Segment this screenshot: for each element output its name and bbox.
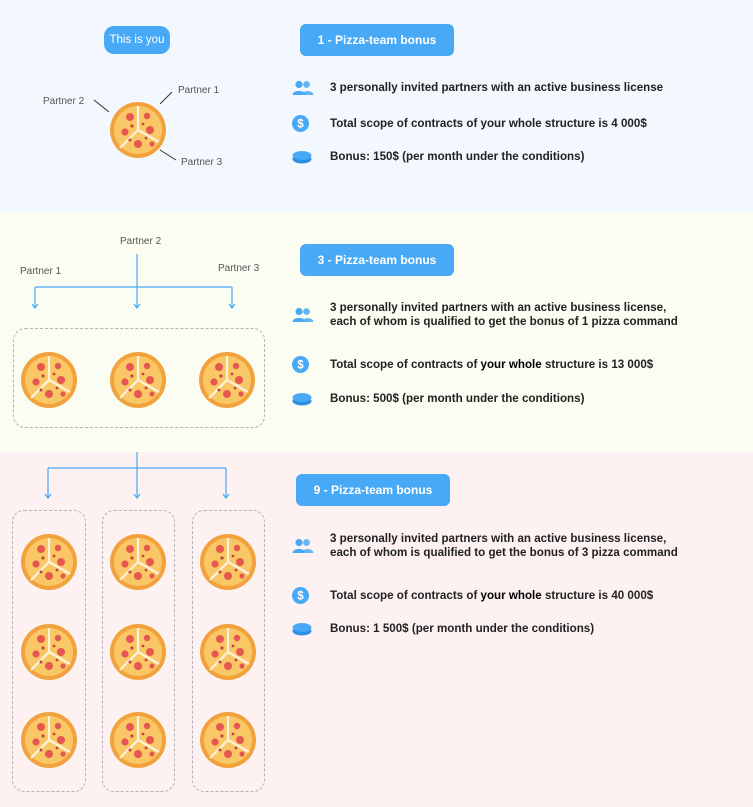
pizza-icon (198, 710, 258, 770)
level-1-title: 1 - Pizza-team bonus (300, 24, 454, 56)
pizza-icon (19, 532, 79, 592)
svg-text:$: $ (297, 360, 304, 372)
pizza-icon (197, 350, 257, 410)
dollar-icon: $ (292, 356, 316, 373)
level-1-scope-row: $ Total scope of contracts of your whole… (292, 115, 647, 132)
partner-3-label: Partner 3 (218, 263, 260, 274)
level-1-partners-row: 3 personally invited partners with an ac… (292, 80, 663, 96)
partner-1-label: Partner 1 (178, 85, 220, 96)
level-9-partners-row: 3 personally invited partners with an ac… (292, 532, 678, 560)
coins-icon (292, 150, 316, 164)
coins-icon (292, 392, 316, 406)
pizza-icon (19, 622, 79, 682)
level-1-section: This is you Partner 2 Partner 1 Partner … (0, 0, 753, 212)
level-9-pizza-column (12, 510, 86, 792)
level-3-connectors (31, 254, 236, 309)
level-9-title: 9 - Pizza-team bonus (296, 474, 450, 506)
users-icon (292, 307, 316, 323)
partner-3-label: Partner 3 (181, 157, 223, 168)
coins-icon (292, 622, 316, 636)
level-3-partners-row: 3 personally invited partners with an ac… (292, 301, 678, 329)
pizza-icon (19, 350, 79, 410)
pizza-icon (19, 710, 79, 770)
level-9-connectors (44, 452, 230, 499)
pizza-icon (198, 532, 258, 592)
level-1-connectors (93, 91, 177, 161)
pizza-icon (198, 622, 258, 682)
pizza-icon (108, 622, 168, 682)
partner-2-label: Partner 2 (43, 96, 85, 107)
dollar-icon: $ (292, 115, 316, 132)
level-9-section: 9 - Pizza-team bonus 3 personally invite… (0, 452, 753, 807)
pizza-icon (108, 350, 168, 410)
partner-2-label: Partner 2 (120, 236, 162, 247)
level-9-pizza-column (102, 510, 175, 792)
pizza-icon (108, 710, 168, 770)
pizza-icon (108, 100, 168, 160)
users-icon (292, 538, 316, 554)
level-3-title: 3 - Pizza-team bonus (300, 244, 454, 276)
you-badge: This is you (104, 26, 170, 54)
level-9-scope-row: $ Total scope of contracts of your whole… (292, 587, 653, 604)
level-3-pizza-group (13, 328, 265, 428)
level-1-bonus-row: Bonus: 150$ (per month under the conditi… (292, 150, 584, 164)
partner-1-label: Partner 1 (20, 266, 62, 277)
level-3-bonus-row: Bonus: 500$ (per month under the conditi… (292, 392, 584, 406)
svg-text:$: $ (297, 591, 304, 603)
svg-text:$: $ (297, 119, 304, 131)
level-9-bonus-row: Bonus: 1 500$ (per month under the condi… (292, 622, 594, 636)
users-icon (292, 80, 316, 96)
level-3-scope-row: $ Total scope of contracts of your whole… (292, 356, 653, 373)
dollar-icon: $ (292, 587, 316, 604)
level-3-section: Partner 2 Partner 1 Partner 3 (0, 212, 753, 452)
pizza-icon (108, 532, 168, 592)
level-9-pizza-column (192, 510, 265, 792)
